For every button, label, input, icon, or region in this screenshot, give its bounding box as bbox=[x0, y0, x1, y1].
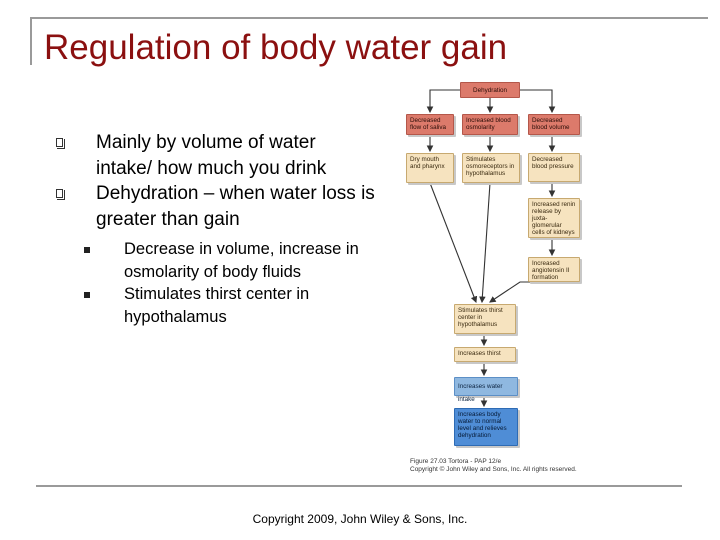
sub-bullet-item: Decrease in volume, increase in osmolari… bbox=[84, 238, 376, 283]
caption-line: Copyright © John Wiley and Sons, Inc. Al… bbox=[410, 466, 577, 473]
filled-square-bullet-icon bbox=[84, 247, 90, 253]
flow-water-intake-box: Increases water intake bbox=[454, 377, 518, 403]
flow-osmoreceptors-box: Stimulates osmoreceptors in hypothalamus bbox=[462, 153, 520, 183]
sub-bullet-text: Stimulates thirst center in hypothalamus bbox=[124, 285, 310, 326]
square-bullet-icon bbox=[56, 189, 65, 200]
copyright-footer: Copyright 2009, John Wiley & Sons, Inc. bbox=[252, 512, 468, 526]
slide-title: Regulation of body water gain bbox=[44, 28, 508, 67]
flow-increases-thirst-box: Increases thirst bbox=[454, 347, 516, 362]
flow-angiotensin-box: Increased angiotensin II formation bbox=[528, 257, 580, 282]
flow-saliva-box: Decreased flow of saliva bbox=[406, 114, 454, 135]
bullet-text: Dehydration – when water loss is greater… bbox=[96, 183, 375, 230]
flow-dehydration-box: Dehydration bbox=[460, 82, 520, 98]
sub-bullet-item: Stimulates thirst center in hypothalamus bbox=[84, 283, 376, 328]
bullet-text: Mainly by volume of water intake/ how mu… bbox=[96, 132, 327, 179]
flow-osmolarity-box: Increased blood osmolarity bbox=[462, 114, 518, 135]
flow-blood-volume-box: Decreased blood volume bbox=[528, 114, 580, 135]
sub-bullet-list: Decrease in volume, increase in osmolari… bbox=[84, 238, 376, 328]
flow-dry-mouth-box: Dry mouth and pharynx bbox=[406, 153, 454, 183]
flow-thirst-center-box: Stimulates thirst center in hypothalamus bbox=[454, 304, 516, 334]
title-frame-top bbox=[30, 17, 708, 19]
title-frame-left bbox=[30, 17, 32, 65]
filled-square-bullet-icon bbox=[84, 292, 90, 298]
footer-rule bbox=[36, 485, 682, 487]
figure-caption: Figure 27.03 Tortora - PAP 12/e Copyrigh… bbox=[410, 458, 577, 474]
caption-line: Figure 27.03 Tortora - PAP 12/e bbox=[410, 458, 502, 465]
flow-relieves-dehydration-box: Increases body water to normal level and… bbox=[454, 408, 518, 446]
flowchart-arrows bbox=[426, 89, 556, 408]
dehydration-flowchart: Dehydration Decreased flow of saliva Inc… bbox=[394, 78, 604, 478]
sub-bullet-text: Decrease in volume, increase in osmolari… bbox=[124, 240, 359, 281]
bullet-list: Mainly by volume of water intake/ how mu… bbox=[56, 130, 376, 328]
bullet-item: Mainly by volume of water intake/ how mu… bbox=[56, 130, 376, 181]
bullet-item: Dehydration – when water loss is greater… bbox=[56, 181, 376, 232]
square-bullet-icon bbox=[56, 138, 65, 149]
flow-blood-pressure-box: Decreased blood pressure bbox=[528, 153, 580, 182]
flow-renin-box: Increased renin release by juxta-glomeru… bbox=[528, 198, 580, 238]
